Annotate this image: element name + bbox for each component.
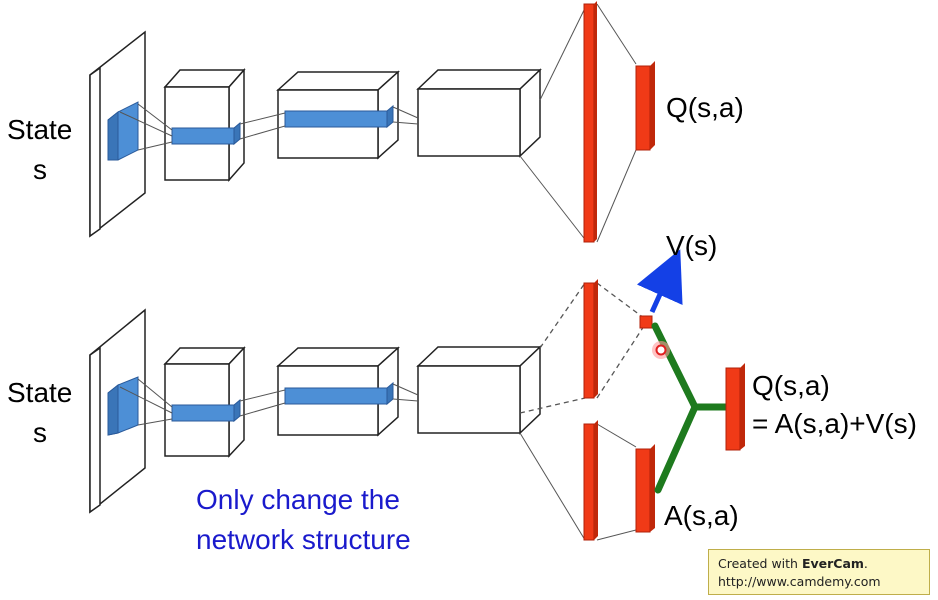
advantage-output-layer [635,444,655,533]
advantage-output-label: A(s,a) [664,500,739,531]
cursor-pointer-dot [652,341,670,359]
bottom-feature-bar-1 [171,398,241,423]
bottom-connection-lines [119,378,637,541]
top-conv-cube-1 [163,68,246,182]
top-state-variable: s [33,154,47,185]
watermark-line-1: Created with EverCam. [718,555,929,573]
bottom-input-filter [107,376,139,436]
top-state-label: State [7,114,73,145]
note-line-1: Only change the [196,484,400,515]
q-decomposition-equation: = A(s,a)+V(s) [752,408,917,439]
bottom-q-output-label: Q(s,a) [752,370,830,401]
top-network [89,1,655,243]
watermark-brand: EverCam [801,556,864,571]
advantage-stream-fc-layer [583,420,598,541]
note-line-2: network structure [196,524,411,555]
bottom-feature-bar-2 [284,381,394,406]
aggregation-merge-lines [651,322,732,494]
value-output-arrow [636,249,683,314]
value-scalar-node [639,315,653,329]
top-conv-cube-3 [416,68,542,158]
bottom-conv-cube-1 [163,346,246,458]
value-stream-fc-layer [583,279,598,399]
bottom-q-output-layer [725,363,745,451]
bottom-conv-cube-3 [416,345,542,435]
value-output-label: V(s) [666,230,718,261]
bottom-state-label: State [7,377,73,408]
evercam-watermark: Created with EverCam. http://www.camdemy… [708,549,930,595]
watermark-prefix: Created with [718,556,802,571]
top-feature-bar-2 [284,104,394,129]
top-output-layer [635,61,655,151]
bottom-network [89,249,745,541]
top-q-output-label: Q(s,a) [666,92,744,123]
top-connection-lines [119,3,637,243]
bottom-state-variable: s [33,417,47,448]
top-fc-layer [583,1,597,243]
value-branch-dashed-lines [519,282,645,414]
watermark-suffix: . [863,556,868,571]
watermark-url: http://www.camdemy.com [718,574,881,589]
